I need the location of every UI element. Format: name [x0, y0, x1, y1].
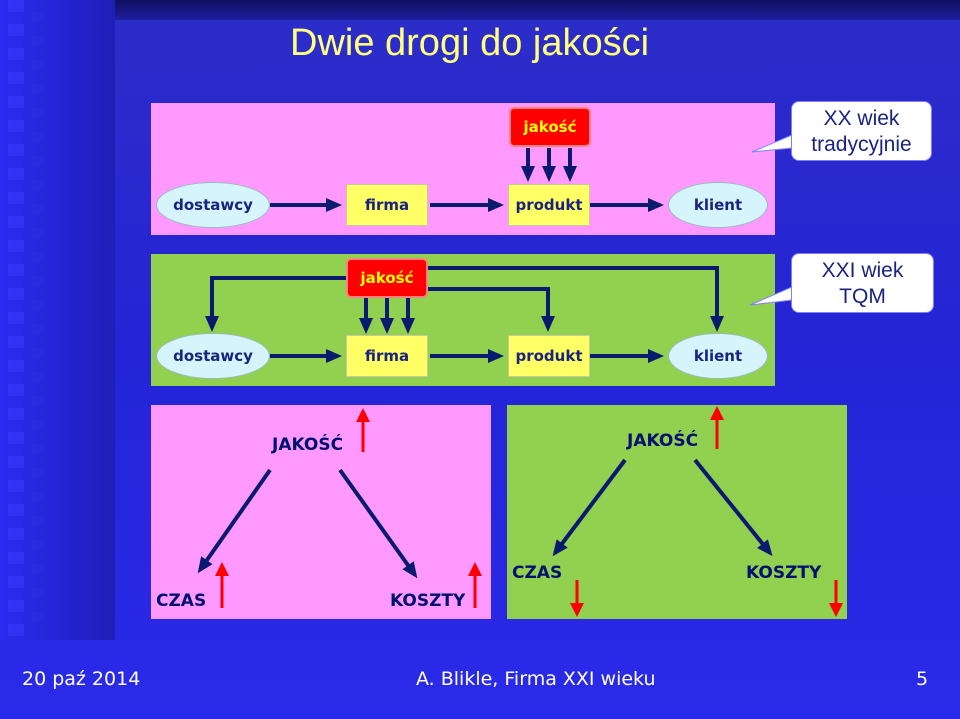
panel-triangle-left [151, 405, 491, 619]
callout-tail-2 [749, 286, 793, 306]
connector-to-dostawcy [205, 276, 346, 332]
node-r2-dostawcy: dostawcy [156, 333, 270, 379]
tri-left-arrow-b [338, 468, 418, 579]
callout-traditional-line1: XX wiek [823, 107, 900, 130]
decorative-squares [8, 0, 24, 640]
callout-traditional: XX wiek tradycyjnie [791, 101, 932, 161]
background-top-band [115, 0, 960, 20]
tri-right-jakosc: JAKOŚĆ [627, 431, 699, 451]
tri-left-czas: CZAS [156, 591, 207, 611]
footer-author: A. Blikle, Firma XXI wieku [416, 668, 656, 690]
tri-left-jakosc: JAKOŚĆ [272, 435, 344, 455]
node-r2-firma: firma [346, 335, 428, 377]
node-r1-dostawcy: dostawcy [156, 182, 270, 228]
tri-right-koszty: KOSZTY [746, 563, 822, 583]
node-r1-klient: klient [668, 182, 768, 228]
panel-triangle-right [507, 405, 847, 619]
tri-left-arrow-a [197, 468, 272, 574]
connector-to-produkt [428, 287, 555, 332]
node-r2-produkt: produkt [508, 335, 590, 377]
callout-tqm-line1: XXI wiek [821, 259, 904, 282]
slide-title: Dwie drogi do jakości [290, 22, 650, 64]
footer-date: 20 paź 2014 [22, 668, 141, 690]
node-r2-klient: klient [668, 333, 768, 379]
quality-box-traditional: jakość [509, 107, 591, 147]
tri-right-arrow-a [552, 458, 627, 557]
node-r1-produkt: produkt [508, 184, 590, 226]
decorative-squares-2 [32, 12, 44, 632]
callout-tqm: XXI wiek TQM [791, 253, 934, 313]
callout-tail-1 [751, 134, 793, 153]
quality-box-tqm: jakość [346, 258, 428, 298]
callout-traditional-line2: tradycyjnie [811, 133, 912, 156]
tri-right-arrow-b [693, 458, 773, 557]
tri-right-czas: CZAS [512, 563, 563, 583]
callout-tqm-line2: TQM [839, 285, 886, 308]
tri-left-koszty: KOSZTY [390, 591, 466, 611]
connector-to-klient [428, 266, 724, 332]
node-r1-firma: firma [346, 184, 428, 226]
footer-page-number: 5 [916, 668, 929, 690]
